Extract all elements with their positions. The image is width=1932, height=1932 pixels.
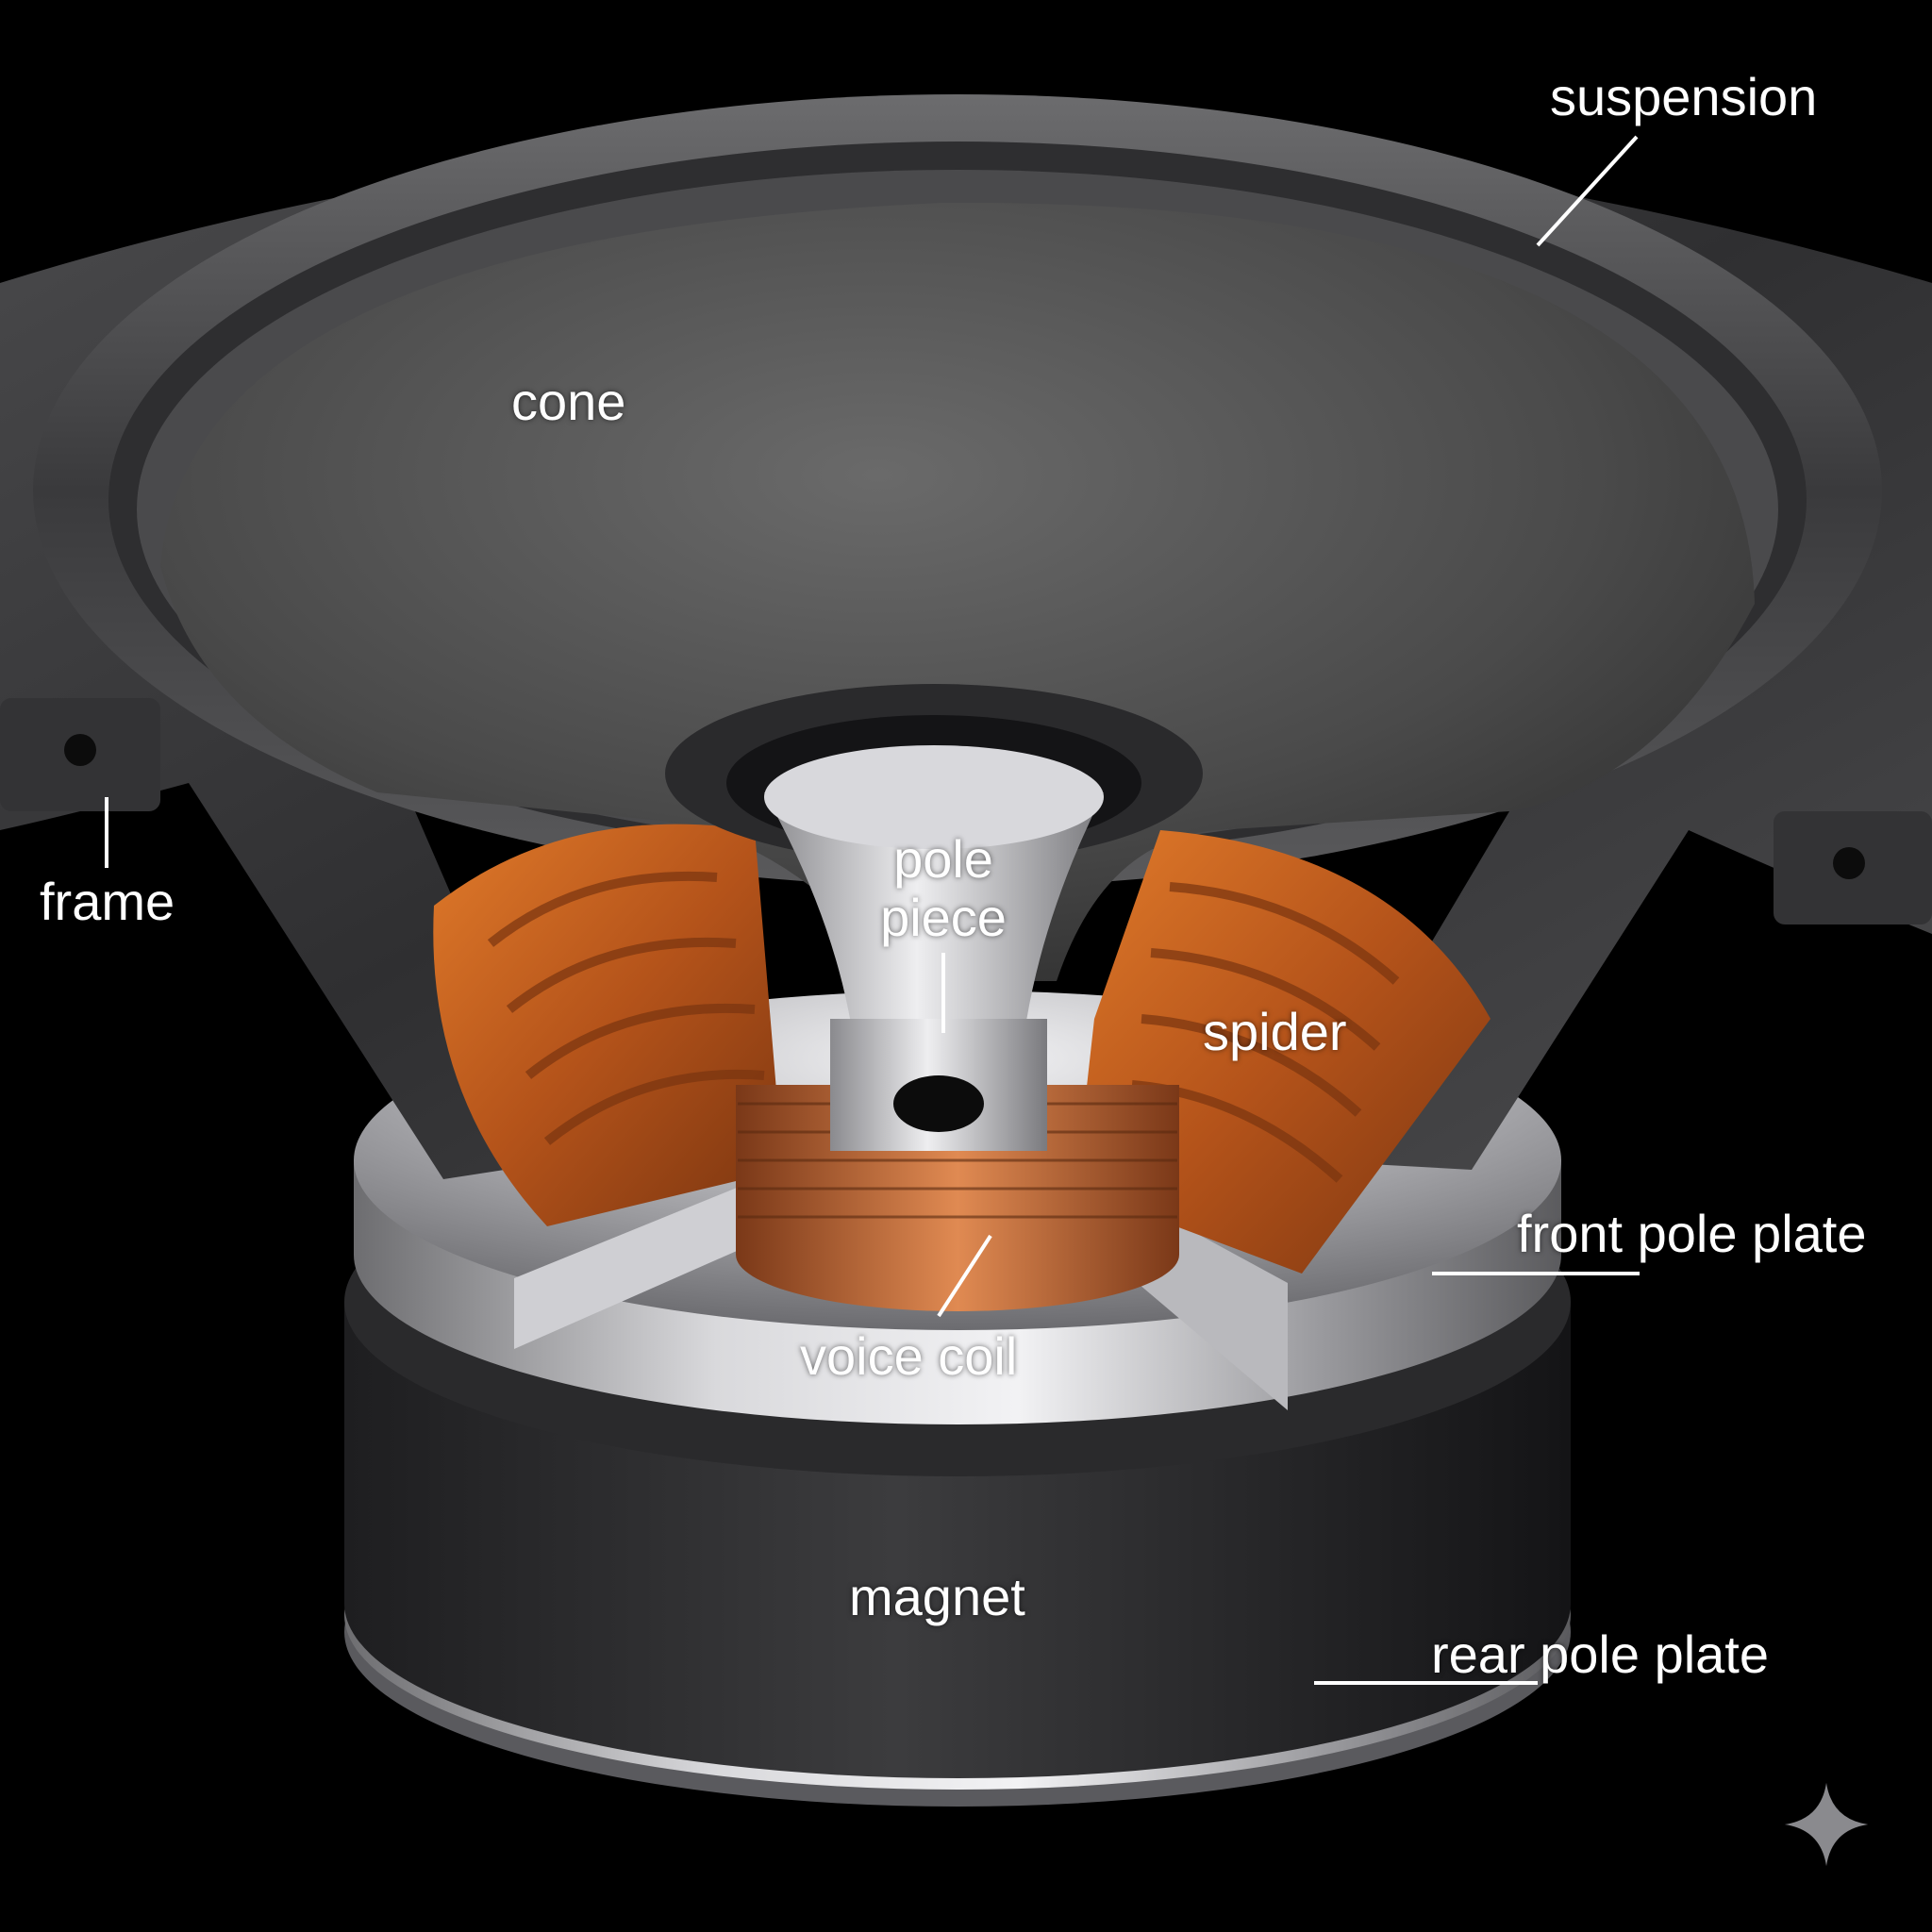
cone-label: cone <box>511 372 626 431</box>
plate-cut-left <box>514 1165 792 1349</box>
rear-pole-plate-label: rear pole plate <box>1431 1624 1770 1684</box>
sparkle-icon <box>1784 1782 1869 1867</box>
voice-coil-leader <box>937 1234 992 1318</box>
suspension-leader <box>1536 135 1639 247</box>
pole-piece-shape <box>665 684 1203 1151</box>
magnet-label: magnet <box>849 1567 1025 1626</box>
voice-coil-label: voice coil <box>800 1326 1018 1386</box>
suspension-label: suspension <box>1550 67 1818 126</box>
spider-label: spider <box>1203 1002 1347 1061</box>
pole-piece-label: pole piece <box>877 830 1009 947</box>
front-pole-plate-label: front pole plate <box>1517 1204 1867 1263</box>
pole-piece-label-line2: piece <box>880 888 1007 947</box>
leader-lines <box>105 135 1640 1685</box>
frame-label: frame <box>40 872 175 931</box>
cone-shape <box>160 202 1755 982</box>
pole-piece-label-line1: pole <box>893 829 993 889</box>
